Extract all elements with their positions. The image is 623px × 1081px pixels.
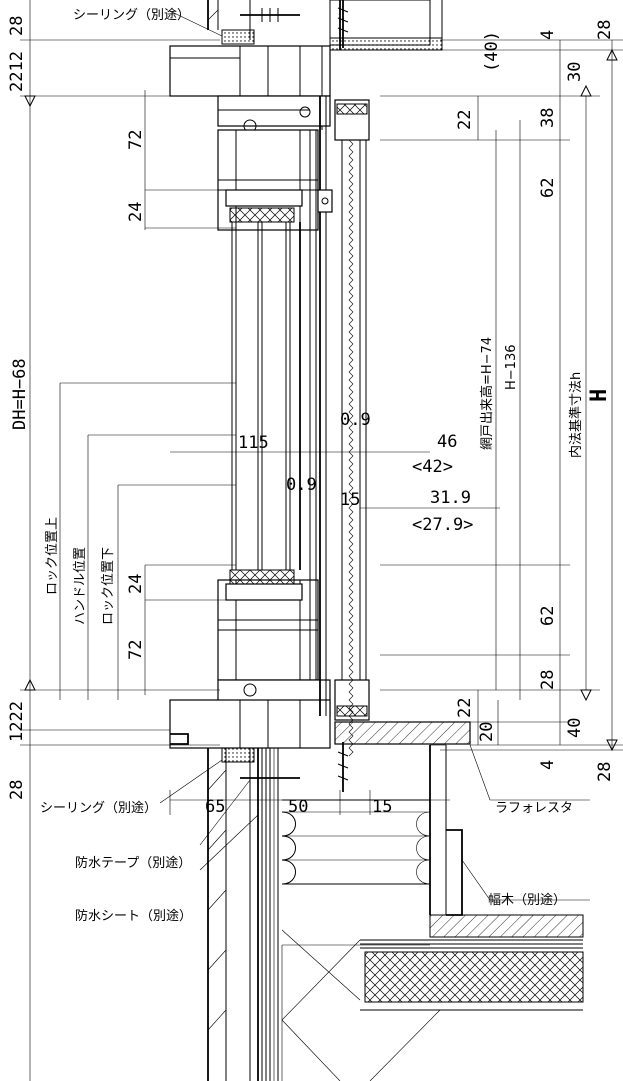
dim-62-top: 62 [538,178,558,198]
dim-24-bottom: 24 [126,574,146,594]
dim-31-9: 31.9 [430,488,471,508]
label-h: H [587,389,612,402]
dim-46: 46 [437,432,457,452]
label-dh: DH=H−68 [10,358,30,430]
dim-22-top: 22 [455,110,475,130]
dim-28-bottom-left: 28 [7,780,27,800]
head-wall [329,0,443,51]
label-lock-upper: ロック位置上 [45,517,60,595]
label-sealing-bottom: シーリング（別途） [40,800,157,816]
dim-28-top-right: 28 [595,20,615,40]
dim-24-top: 24 [126,202,146,222]
dim-15-bottom: 15 [372,797,392,817]
dim-40-right: 40 [565,718,585,738]
screw-top [240,0,349,48]
label-waterproof-tape: 防水テープ（別途） [75,855,191,871]
insect-screen [334,99,370,757]
dim-72-top: 72 [126,130,146,150]
label-waterproof-sheet: 防水シート（別途） [75,908,192,924]
dim-0-9-a: 0.9 [340,410,371,430]
dim-0-9-b: 0.9 [286,475,317,495]
label-sealing-top: シーリング（別途） [73,7,190,23]
label-screen-height: 網戸出来高=H−74 [479,337,495,450]
dim-72-bottom: 72 [126,640,146,660]
label-inner-standard: 内法基準寸法h [568,372,584,458]
dim-4-top: 4 [538,30,558,40]
dim-28-top-left: 28 [7,16,27,36]
sealing-top [221,29,255,45]
dim-50: 50 [288,797,308,817]
screw-bottom [240,742,349,792]
dim-28-mid: 28 [538,670,558,690]
dim-65: 65 [205,797,225,817]
dim-4-bottom: 4 [538,760,558,770]
dim-22-bottom: 22 [455,698,475,718]
dim-38: 38 [538,108,558,128]
dim-15-mid: 15 [340,490,360,510]
dimension-lines [20,0,623,1081]
sealing-bottom [221,747,255,763]
frame-sill [169,579,331,749]
label-baseboard: 幅木（別途） [488,892,566,908]
dim-1222: 1222 [7,701,27,742]
label-h136: H−136 [504,345,519,390]
dim-2212: 2212 [7,51,27,92]
label-laforesta: ラフォレスタ [495,801,573,816]
label-lock-lower: ロック位置下 [101,547,116,625]
laforesta-board [334,721,471,745]
dim-62-bottom: 62 [538,606,558,626]
glazing [225,96,333,716]
dim-115: 115 [238,433,269,453]
dim-27-9: <27.9> [412,515,473,535]
dim-28-bottom-right: 28 [595,762,615,782]
dim-40-paren: (40) [482,31,502,72]
dim-20: 20 [477,722,497,742]
dim-30: 30 [565,62,585,82]
annotations: シーリング（別途） シーリング（別途） 防水テープ（別途） 防水シート（別途） … [7,7,615,924]
dim-42: <42> [412,457,453,477]
interior-wall [281,744,584,1081]
label-handle-position: ハンドル位置 [73,547,88,625]
